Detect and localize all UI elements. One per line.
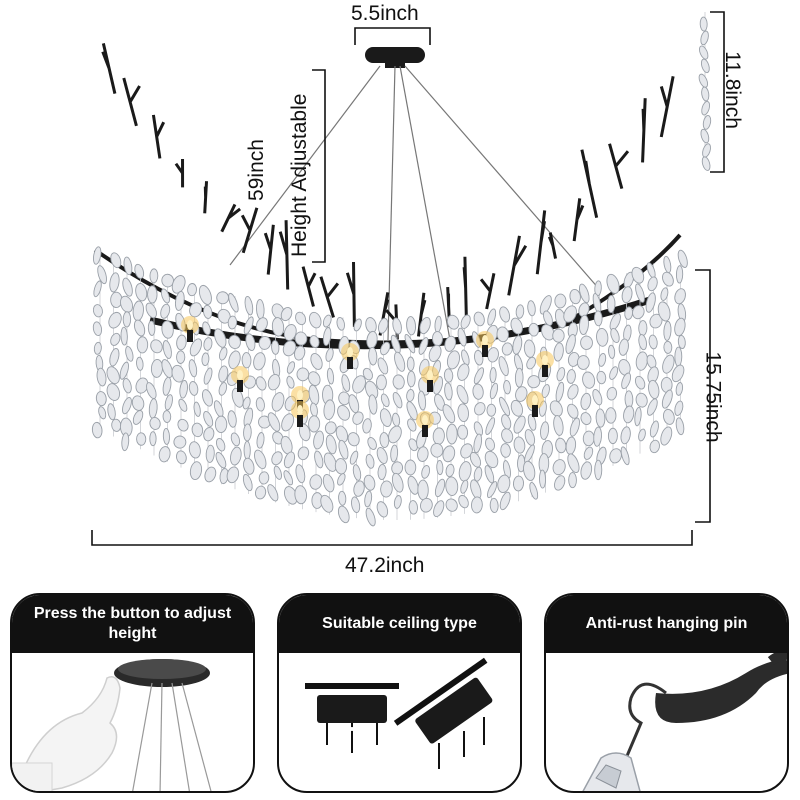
branch-twigs — [101, 43, 675, 340]
canopy-width-label: 5.5inch — [351, 2, 419, 25]
canopy — [365, 47, 425, 63]
feature-card-title: Press the button to adjust height — [12, 595, 253, 653]
crystal-cascade — [91, 246, 688, 527]
feature-card-title: Anti-rust hanging pin — [546, 595, 787, 653]
chandelier-illustration — [91, 11, 725, 546]
feature-image-hanging-pin — [546, 653, 787, 791]
height-adjustable-label: Height Adjustable — [288, 93, 311, 257]
bulbs — [181, 316, 554, 437]
feature-card-ceiling-type: Suitable ceiling type — [277, 593, 522, 793]
fixture-height-label: 15.75inch — [701, 351, 725, 443]
feature-card-hanging-pin: Anti-rust hanging pin — [544, 593, 789, 793]
drop-length-label: 59inch — [244, 139, 268, 201]
feature-card-title: Suitable ceiling type — [279, 595, 520, 653]
crystal-strand-sample — [698, 12, 712, 171]
dimension-lines — [91, 11, 725, 546]
fixture-width-label: 47.2inch — [345, 554, 425, 577]
crystal-height-label: 11.8inch — [720, 51, 744, 129]
suspension-wires — [229, 65, 601, 341]
feature-image-adjust-height — [12, 653, 253, 791]
feature-card-adjust-height: Press the button to adjust height — [10, 593, 255, 793]
feature-image-ceiling-type — [279, 653, 520, 791]
